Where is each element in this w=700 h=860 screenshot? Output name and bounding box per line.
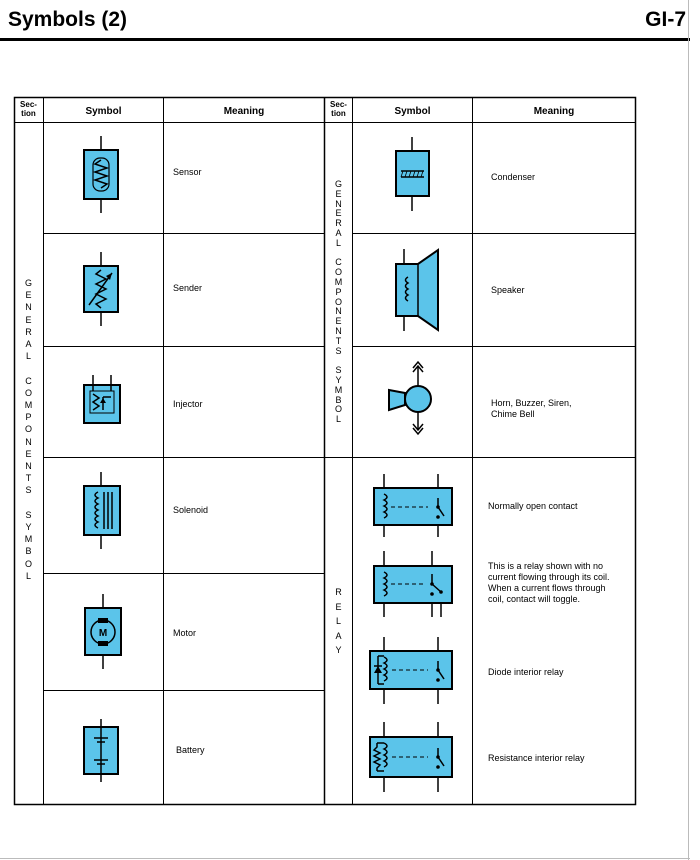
meaning-battery: Battery bbox=[176, 745, 205, 755]
injector-symbol bbox=[83, 375, 121, 424]
relay-toggle-symbol bbox=[373, 551, 453, 617]
solenoid-symbol bbox=[83, 472, 121, 549]
sender-symbol bbox=[83, 252, 119, 326]
sensor-symbol bbox=[83, 136, 119, 213]
meaning-normally-open: Normally open contact bbox=[488, 501, 578, 511]
battery-symbol bbox=[83, 719, 119, 782]
meaning-solenoid: Solenoid bbox=[173, 505, 209, 515]
header-symbol-left: Symbol bbox=[85, 106, 122, 117]
meaning-resistance-relay: Resistance interior relay bbox=[488, 753, 585, 763]
header-symbol-right: Symbol bbox=[394, 106, 431, 117]
meaning-injector: Injector bbox=[173, 399, 203, 409]
meaning-condenser: Condenser bbox=[491, 172, 536, 182]
header-meaning-left: Meaning bbox=[223, 106, 265, 117]
meaning-diode-relay: Diode interior relay bbox=[488, 667, 564, 677]
relay-no-contact-symbol bbox=[373, 474, 453, 537]
meaning-horn: Horn, Buzzer, Siren, Chime Bell bbox=[491, 398, 572, 419]
relay-diode-symbol bbox=[369, 637, 453, 704]
page-title: Symbols (2) bbox=[8, 8, 128, 31]
meaning-sender: Sender bbox=[173, 283, 203, 293]
page-number: GI-7 bbox=[645, 8, 686, 31]
meaning-motor: Motor bbox=[173, 628, 197, 638]
speaker-symbol bbox=[395, 248, 439, 332]
page-header: Symbols (2) GI-7 bbox=[0, 0, 690, 41]
motor-letter: M bbox=[99, 628, 107, 639]
page-edge-rule bbox=[688, 0, 689, 860]
page-bottom-rule bbox=[0, 858, 690, 859]
header-section-left: Sec-tion bbox=[20, 100, 37, 118]
horn-symbol bbox=[388, 360, 432, 436]
motor-symbol: M bbox=[84, 594, 122, 669]
header-section-right: Sec-tion bbox=[330, 100, 347, 118]
condenser-symbol bbox=[395, 137, 430, 211]
meaning-speaker: Speaker bbox=[491, 285, 525, 295]
meaning-sensor: Sensor bbox=[173, 167, 202, 177]
relay-resistance-symbol bbox=[369, 722, 453, 792]
meaning-relay-toggle: This is a relay shown with no current fl… bbox=[488, 561, 610, 604]
header-meaning-right: Meaning bbox=[533, 106, 575, 117]
